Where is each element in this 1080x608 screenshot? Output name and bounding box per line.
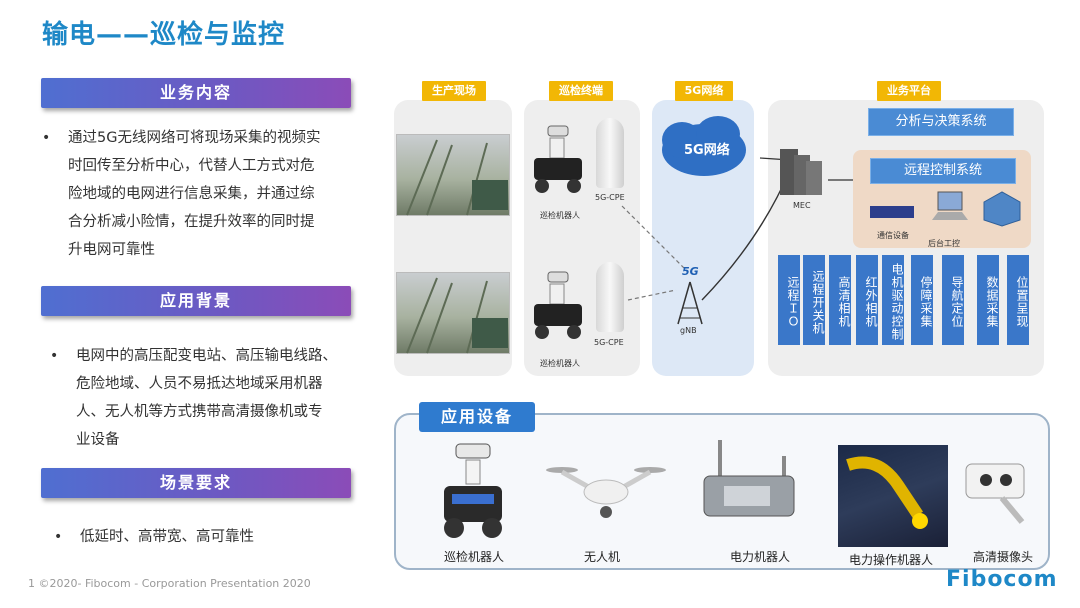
business-line: 通过5G无线网络可将现场采集的视频实 <box>68 130 321 146</box>
cloud-icon <box>662 116 746 176</box>
laptop-icon <box>932 191 968 220</box>
substation-photo <box>396 134 510 216</box>
bullet-dot: • <box>42 130 51 146</box>
gnb-label: gNB <box>680 326 697 335</box>
function-column: 红外相机 <box>856 255 878 345</box>
requirements-text: • 低延时、高带宽、高可靠性 <box>54 523 254 551</box>
equipment-label: 高清摄像头 <box>973 550 1034 564</box>
background-text: • 电网中的高压配变电站、高压输电线路、 危险地域、人员不易抵达地域采用机器 人… <box>50 342 337 454</box>
business-line: 时回传至分析中心，代替人工方式对危 <box>68 158 315 174</box>
function-column: 远程ＩＯ <box>778 255 800 345</box>
equipment-label: 电力机器人 <box>730 550 791 564</box>
cpe-icon <box>596 118 624 188</box>
background-line: 业设备 <box>76 432 120 448</box>
operation-robot-illustration <box>846 456 928 529</box>
equipment-label: 电力操作机器人 <box>849 553 934 567</box>
equipment-heading: 应用设备 <box>419 402 535 432</box>
business-line: 合分析减小险情，在提升效率的同时提 <box>68 214 315 230</box>
section-heading-business: 业务内容 <box>41 78 351 108</box>
function-column: 导航定位 <box>942 255 964 345</box>
function-column: 远程开关机 <box>803 255 825 345</box>
inspection-robot-icon <box>444 443 502 538</box>
brand-logo: Fibocom <box>946 567 1058 592</box>
function-column: 电机驱动控制 <box>882 255 904 345</box>
comm-device-icon <box>870 206 914 218</box>
page-number: 1 <box>28 577 35 590</box>
background-line: 电网中的高压配变电站、高压输电线路、 <box>76 348 337 364</box>
substation-photo <box>396 272 510 354</box>
equipment-label: 无人机 <box>584 550 621 564</box>
substation-illustration <box>406 139 508 216</box>
cloud-label: 5G网络 <box>684 143 730 158</box>
cpe-icon <box>596 262 624 332</box>
substation-illustration <box>406 277 508 354</box>
footer-text: ©2020- Fibocom - Corporation Presentatio… <box>38 577 311 590</box>
comm-device-label: 通信设备 <box>877 231 909 240</box>
tower-icon <box>677 281 703 325</box>
business-line: 升电网可靠性 <box>68 242 155 258</box>
function-column: 位置呈现 <box>1007 255 1029 345</box>
backend-label: 后台工控 <box>928 239 960 248</box>
section-heading-requirements: 场景要求 <box>41 468 351 498</box>
power-robot-icon <box>703 440 795 517</box>
cpe-label: 5G-CPE <box>595 193 625 202</box>
server-icon <box>780 149 822 195</box>
mec-label: MEC <box>793 201 811 210</box>
drone-icon <box>546 467 666 518</box>
background-line: 危险地域、人员不易抵达地域采用机器 <box>76 376 323 392</box>
gnb-5g-label: 5G <box>682 265 699 278</box>
footer: 1 ©2020- Fibocom - Corporation Presentat… <box>28 577 311 590</box>
function-column: 数据采集 <box>977 255 999 345</box>
bullet-dot: • <box>50 348 59 364</box>
cpe-label: 5G-CPE <box>594 338 624 347</box>
robot-label: 巡检机器人 <box>540 359 580 368</box>
camera-icon <box>965 463 1025 524</box>
function-column: 高清相机 <box>829 255 851 345</box>
robot-icon <box>534 271 582 339</box>
label-site: 生产现场 <box>422 81 486 101</box>
page-title: 输电——巡检与监控 <box>42 20 286 50</box>
section-heading-background: 应用背景 <box>41 286 351 316</box>
function-column: 停障采集 <box>911 255 933 345</box>
robot-icon <box>534 125 582 193</box>
business-line: 险地域的电网进行信息采集，并通过综 <box>68 186 315 202</box>
label-network: 5G网络 <box>675 81 733 101</box>
label-terminal: 巡检终端 <box>549 81 613 101</box>
label-platform: 业务平台 <box>877 81 941 101</box>
operation-robot-photo <box>838 445 948 547</box>
remote-control-box: 远程控制系统 <box>870 158 1016 184</box>
business-text: • 通过5G无线网络可将现场采集的视频实 时回传至分析中心，代替人工方式对危 险… <box>42 124 321 264</box>
analysis-system-box: 分析与决策系统 <box>868 108 1014 136</box>
background-line: 人、无人机等方式携带高清摄像机或专 <box>76 404 323 420</box>
robot-label: 巡检机器人 <box>540 211 580 220</box>
switch-icon <box>983 191 1021 227</box>
bullet-dot: • <box>54 529 63 545</box>
equipment-label: 巡检机器人 <box>444 550 505 564</box>
requirements-line: 低延时、高带宽、高可靠性 <box>80 529 254 545</box>
